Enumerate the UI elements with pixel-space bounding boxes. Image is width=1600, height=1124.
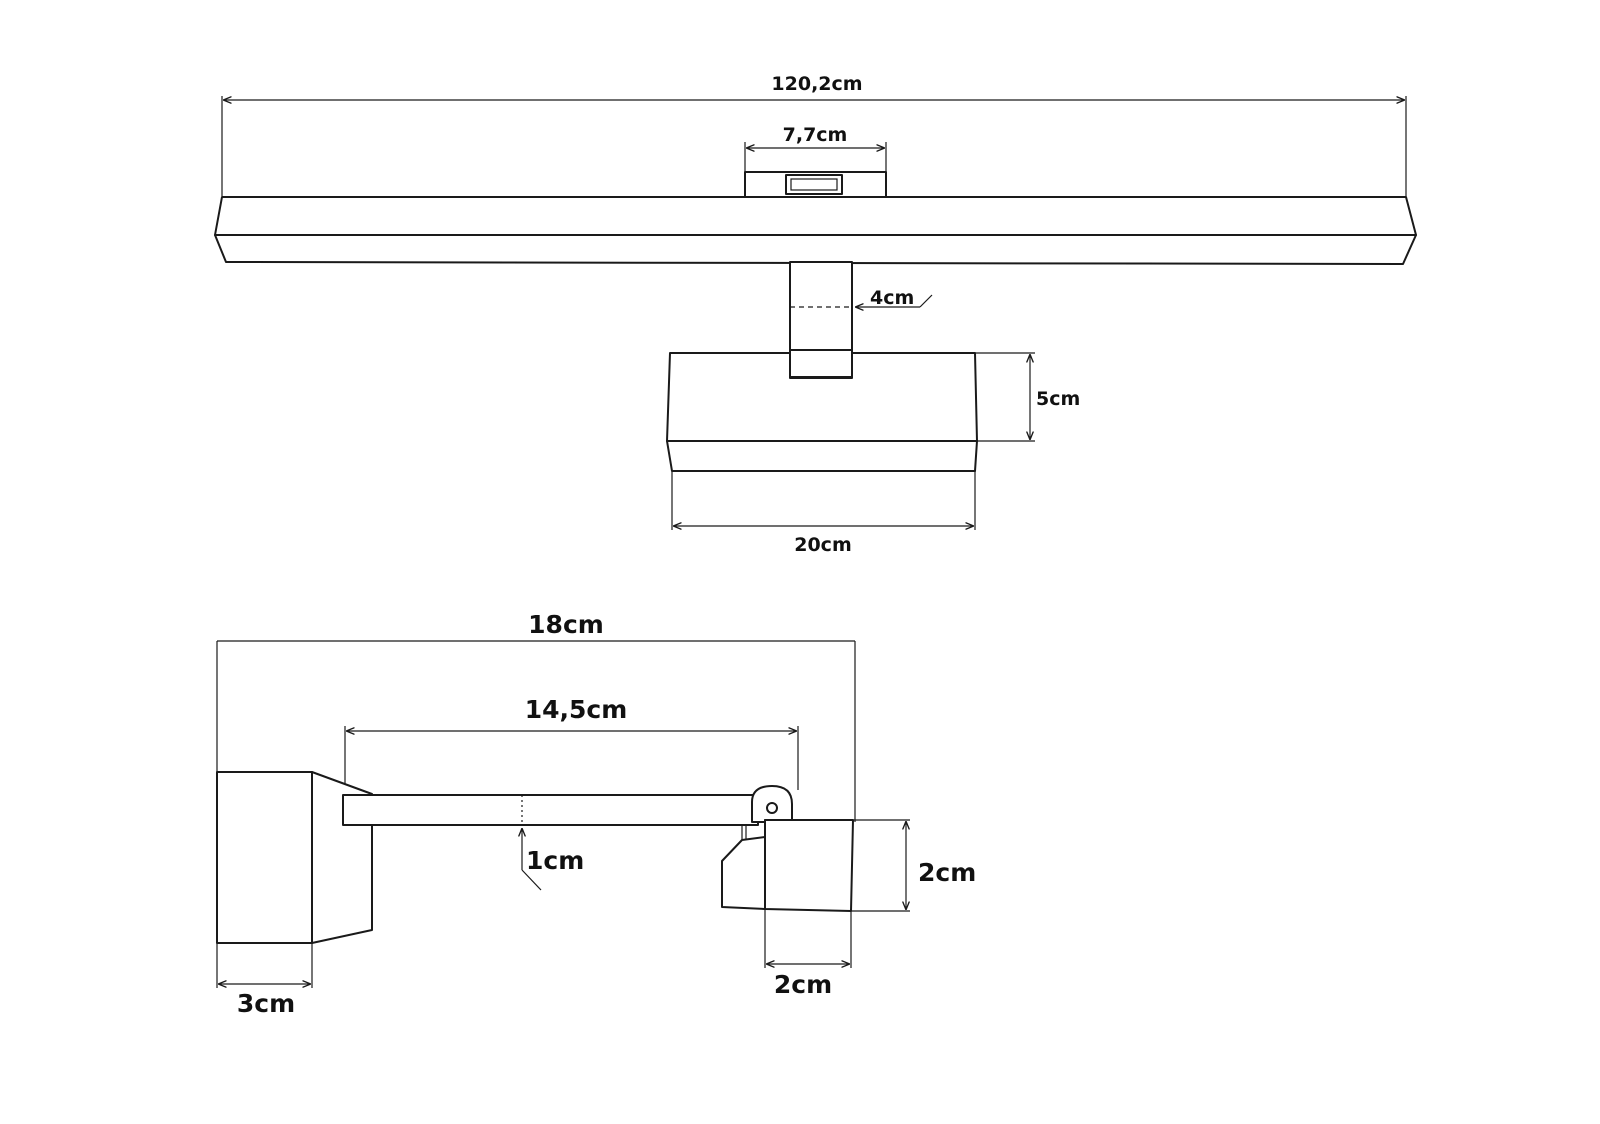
head-height-label: 2cm <box>918 858 976 887</box>
dimension-arm-width: 4cm <box>856 287 933 309</box>
dimension-head-height: 2cm <box>851 819 976 912</box>
base-block <box>666 349 978 472</box>
dimension-arm-thickness: 1cm <box>522 829 584 891</box>
dimension-overall-depth: 18cm <box>216 610 856 822</box>
light-head <box>721 819 854 912</box>
side-view: 18cm 14,5cm <box>216 610 976 1018</box>
pivot-knuckle <box>751 785 793 823</box>
arm-width-label: 4cm <box>870 287 914 309</box>
dimension-base-depth: 3cm <box>216 943 313 1018</box>
dimension-base-width: 20cm <box>671 471 976 556</box>
dimension-arm-length: 14,5cm <box>344 695 799 792</box>
arm-thickness-label: 1cm <box>526 846 584 875</box>
head-depth-label: 2cm <box>774 970 832 999</box>
dimension-base-height: 5cm <box>975 352 1080 442</box>
light-bar <box>214 196 1417 265</box>
base-width-label: 20cm <box>794 534 852 556</box>
overall-width-label: 120,2cm <box>771 73 862 95</box>
base-depth-label: 3cm <box>237 989 295 1018</box>
front-view: 120,2cm 7,7cm 4cm <box>214 73 1417 556</box>
base-height-label: 5cm <box>1036 388 1080 410</box>
dimension-head-depth: 2cm <box>764 909 852 999</box>
wall-mount-block <box>744 171 887 198</box>
horizontal-arm <box>342 794 759 840</box>
overall-depth-label: 18cm <box>528 610 604 639</box>
dimension-mount-width: 7,7cm <box>744 124 887 172</box>
dimension-overall-width: 120,2cm <box>221 73 1407 196</box>
mount-width-label: 7,7cm <box>783 124 848 146</box>
arm-length-label: 14,5cm <box>525 695 628 724</box>
